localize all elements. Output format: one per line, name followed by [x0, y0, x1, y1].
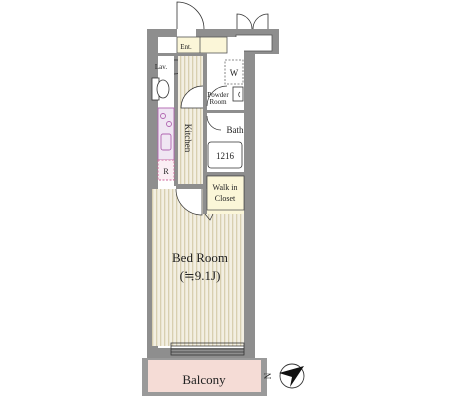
- top-door-swing-right: [252, 13, 269, 30]
- wall-closet-left: [203, 189, 207, 214]
- wall-closet-top: [207, 172, 244, 176]
- compass: [279, 363, 305, 389]
- outer-wall-top: [147, 29, 177, 37]
- label-fridge: R: [163, 167, 169, 176]
- wall-core-left: [203, 53, 207, 213]
- bathtub: [207, 141, 243, 169]
- label-kitchen: Kitchen: [183, 124, 193, 153]
- label-lavatory: Lav.: [155, 63, 167, 71]
- label-entrance: Ent.: [180, 43, 192, 51]
- label-bath-unit: 1216: [216, 151, 235, 161]
- label-powder-room-1: Powder: [207, 91, 229, 99]
- window-frame: [170, 342, 245, 356]
- bath-door-swing: [206, 115, 222, 131]
- label-balcony: Balcony: [182, 372, 226, 387]
- walk-in-closet-inner: [206, 175, 245, 211]
- wall-bath-top: [207, 110, 244, 113]
- kitchen-sink: [160, 133, 172, 151]
- wall-entrance-bottom: [158, 53, 204, 56]
- stove-burner-1: [160, 113, 166, 119]
- outer-wall-right: [244, 54, 255, 358]
- label-walk-in-1: Walk in: [213, 183, 238, 192]
- kitchen-floor: [178, 56, 203, 184]
- label-powder-room-2: Room: [209, 98, 227, 106]
- washbasin-bowl: [238, 91, 241, 98]
- label-washer: W: [230, 68, 239, 78]
- powder-door-swing: [206, 85, 228, 107]
- stove-burner-2: [166, 121, 172, 127]
- wall-lav-kitchen: [174, 53, 178, 186]
- entrance-door-swing: [176, 1, 205, 30]
- compass-arrow-icon: [279, 366, 304, 387]
- fridge-box: [157, 159, 175, 181]
- label-bedroom: Bed Room: [172, 250, 228, 265]
- bedroom-door-swing: [175, 188, 203, 216]
- balcony-floor: [148, 360, 261, 392]
- bedroom-floor: [152, 189, 244, 346]
- outer-wall-bottom: [147, 348, 255, 358]
- toilet-bowl: [156, 79, 170, 99]
- label-bath: Bath: [227, 125, 244, 135]
- washbasin: [232, 86, 244, 102]
- washer-box: [224, 59, 244, 85]
- label-walk-in-2: Closet: [215, 194, 236, 203]
- label-bedroom-area: (≒9.1J): [180, 268, 221, 283]
- bedroom-door-arrow: [204, 213, 214, 221]
- label-compass-north: N: [263, 372, 273, 379]
- top-door-swing-left: [236, 13, 253, 30]
- kitchen-door-swing: [180, 85, 204, 109]
